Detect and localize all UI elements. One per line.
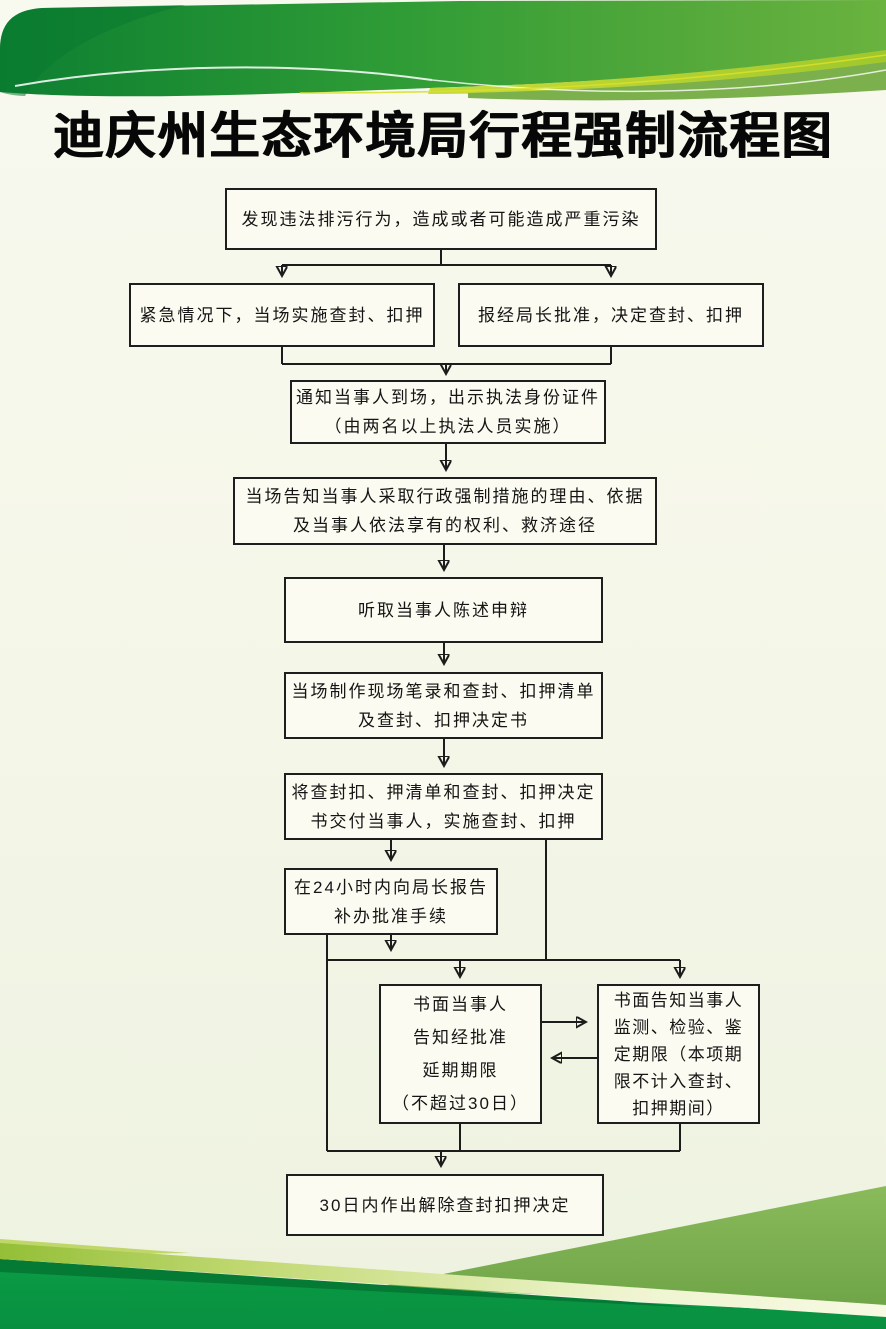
- flow-node-start: 发现违法排污行为，造成或者可能造成严重污染: [225, 188, 657, 250]
- node-text-line: 延期期限: [422, 1061, 499, 1080]
- node-text-line: 及当事人依法享有的权利、救济途径: [293, 516, 597, 535]
- flow-node-extension-notice: 书面当事人 告知经批准 延期期限 （不超过30日）: [379, 984, 542, 1124]
- node-text-line: 30日内作出解除查封扣押决定: [319, 1195, 571, 1215]
- node-text-line: 当场制作现场笔录和查封、扣押清单: [291, 681, 596, 701]
- node-text-line: 紧急情况下，当场实施查封、扣押: [139, 305, 425, 325]
- flow-node-notify-party: 通知当事人到场，出示执法身份证件 （由两名以上执法人员实施）: [290, 380, 606, 444]
- bottom-green-banner: [0, 1186, 886, 1329]
- flow-node-deliver-documents: 将查封扣、押清单和查封、扣押决定 书交付当事人，实施查封、扣押: [284, 773, 603, 840]
- node-text-line: （由两名以上执法人员实施）: [324, 417, 572, 436]
- node-text-line: 书面当事人: [413, 995, 508, 1014]
- node-text-line: 当场告知当事人采取行政强制措施的理由、依据: [245, 487, 645, 506]
- node-text-line: 在24小时内向局长报告: [294, 877, 488, 897]
- node-text-line: 发现违法排污行为，造成或者可能造成严重污染: [241, 209, 641, 229]
- node-text-line: 补办批准手续: [334, 906, 448, 926]
- node-text-line: 书交付当事人，实施查封、扣押: [310, 811, 577, 831]
- flow-node-testing-notice: 书面告知当事人 监测、检验、鉴 定期限（本项期 限不计入查封、 扣押期间）: [597, 984, 760, 1124]
- flow-node-report-within-24h: 在24小时内向局长报告 补办批准手续: [284, 868, 498, 935]
- node-text-line: 听取当事人陈述申辩: [358, 600, 529, 620]
- flow-node-inform-reasons-rights: 当场告知当事人采取行政强制措施的理由、依据 及当事人依法享有的权利、救济途径: [233, 477, 657, 545]
- node-text-line: 报经局长批准，决定查封、扣押: [478, 305, 744, 325]
- node-text-line: 限不计入查封、: [613, 1071, 744, 1091]
- poster-title: 迪庆州生态环境局行程强制流程图: [53, 108, 833, 164]
- node-text-line: 将查封扣、押清单和查封、扣押决定: [291, 782, 596, 802]
- node-text-line: （不超过30日）: [392, 1094, 529, 1113]
- node-text-line: 定期限（本项期: [613, 1044, 744, 1064]
- node-text-line: 监测、检验、鉴: [613, 1017, 744, 1037]
- flow-node-urgent-onsite-seizure: 紧急情况下，当场实施查封、扣押: [129, 283, 435, 347]
- node-text-line: 告知经批准: [413, 1028, 508, 1047]
- top-green-wave-banner: [0, 0, 886, 101]
- flow-node-hear-statement: 听取当事人陈述申辩: [284, 577, 603, 643]
- node-text-line: 书面告知当事人: [613, 990, 744, 1010]
- node-text-line: 扣押期间）: [632, 1098, 725, 1118]
- flow-node-release-decision: 30日内作出解除查封扣押决定: [286, 1174, 604, 1236]
- node-text-line: 通知当事人到场，出示执法身份证件: [296, 388, 600, 407]
- flow-node-make-onsite-records: 当场制作现场笔录和查封、扣押清单 及查封、扣押决定书: [284, 672, 603, 739]
- node-text-line: 及查封、扣押决定书: [358, 710, 529, 730]
- flow-node-director-approved-seizure: 报经局长批准，决定查封、扣押: [458, 283, 764, 347]
